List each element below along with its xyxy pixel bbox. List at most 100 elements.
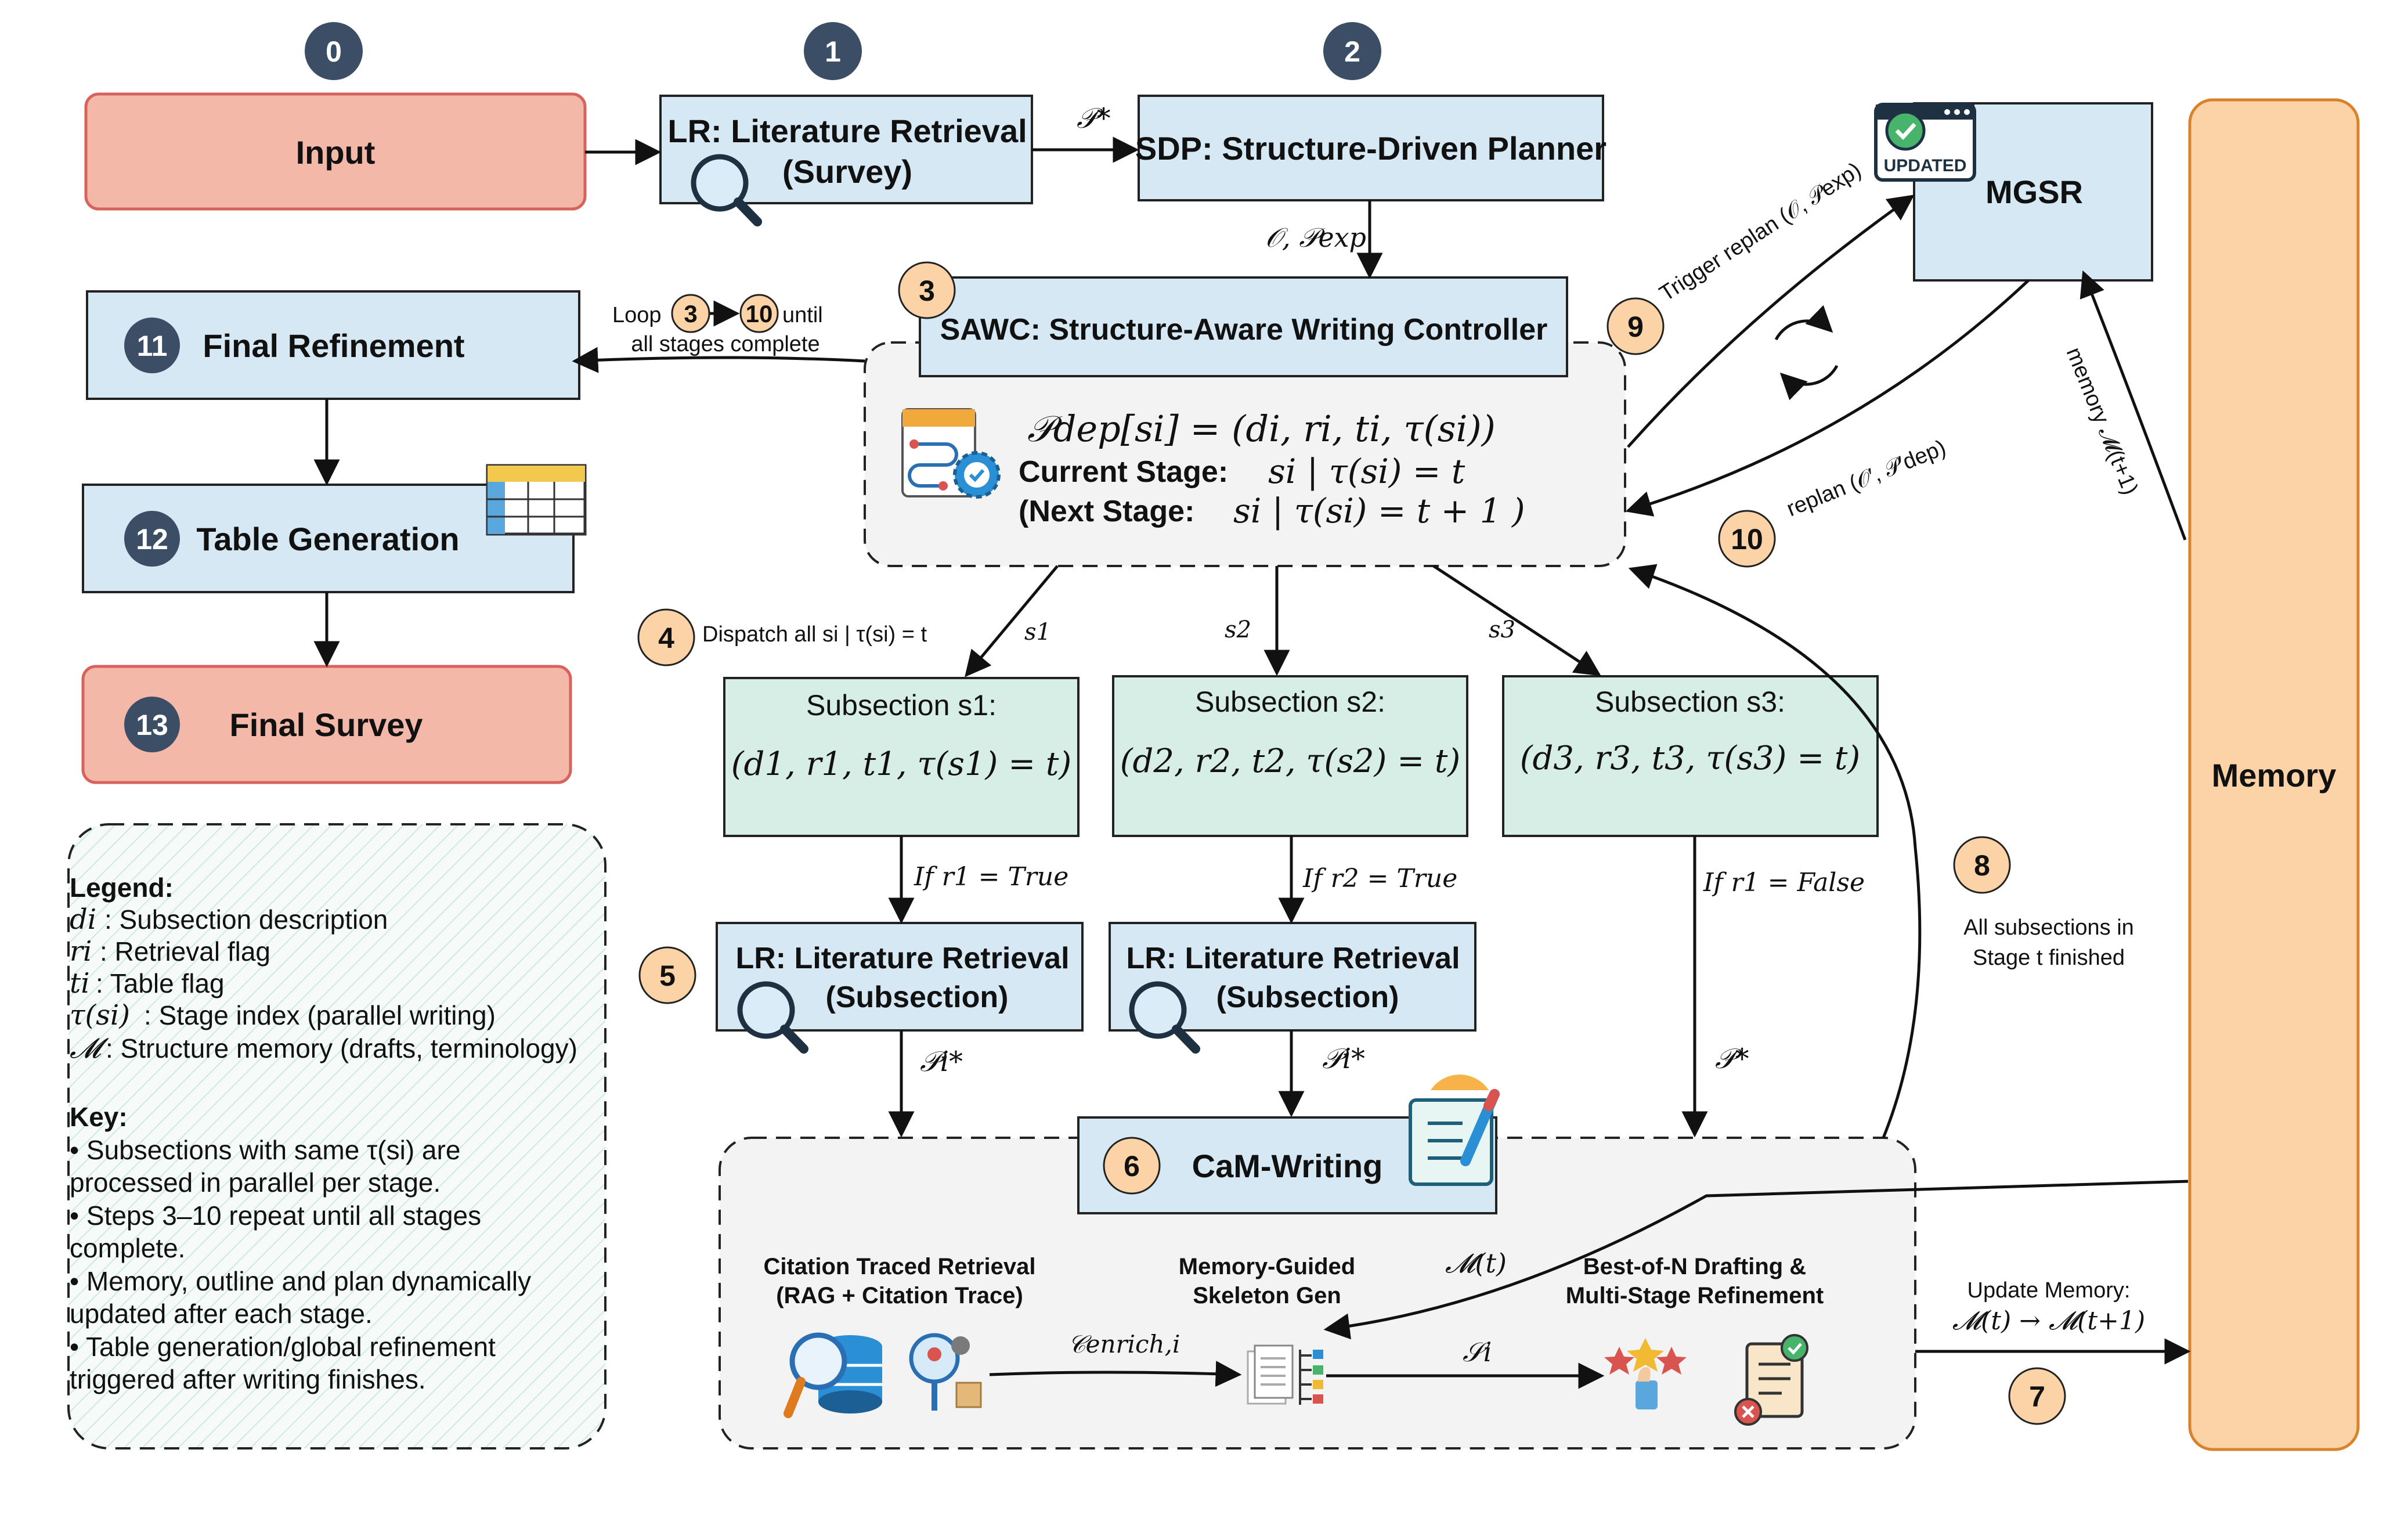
step-badge-12: [124, 511, 180, 567]
s2-label: s2: [1225, 616, 1251, 643]
step-badge-0: [305, 22, 363, 80]
loop-to-text: 10: [746, 300, 773, 327]
input-label: Input: [296, 134, 376, 171]
all-finished-label-2: Stage t finished: [1973, 946, 2125, 970]
step-badge-11-text: 11: [137, 330, 168, 362]
sawc-node: [919, 276, 1568, 377]
p-star-label-3: 𝒫*: [1715, 1043, 1749, 1075]
sdp-node: [1138, 95, 1604, 201]
step-badge-13-text: 13: [136, 709, 168, 741]
legend-text-3: : Stage index (parallel writing): [144, 1000, 496, 1030]
document-tree-icon: [1247, 1344, 1323, 1405]
loop-rest: all stages complete: [631, 332, 819, 356]
replan-label: replan (𝒪′, 𝒫′dep): [1784, 435, 1949, 521]
key-line-2: • Steps 3–10 repeat until all stages: [70, 1200, 481, 1231]
all-finished-label-1: All subsections in: [1963, 915, 2134, 940]
step-badge-0-text: 0: [326, 35, 342, 68]
key-title: Key:: [70, 1102, 128, 1132]
next-stage-formula: si | τ(si) = t + 1 ): [1233, 491, 1525, 531]
legend: Legend: di : Subsection description ri :…: [70, 872, 577, 1394]
legend-panel: [67, 823, 606, 1450]
cam-writing-label: CaM-Writing: [1192, 1148, 1383, 1184]
research-idea-icon: [909, 1333, 982, 1411]
subsection-1-title: Subsection s1:: [806, 689, 997, 722]
subsection-1-tuple: (d1, r1, t1, τ(s1) = t): [731, 745, 1072, 783]
key-line-5: updated after each stage.: [70, 1299, 373, 1329]
loop-from-text: 3: [684, 300, 697, 327]
update-memory-label-1: Update Memory:: [1967, 1278, 2131, 1303]
sawc-label: SAWC: Structure-Aware Writing Controller: [940, 313, 1548, 347]
if-r1-false-label: If r1 = False: [1703, 868, 1865, 897]
current-stage-label: Current Stage:: [1019, 455, 1228, 489]
m-t-label: 𝓜(t): [1445, 1247, 1507, 1279]
legend-sym-2: ti: [70, 967, 90, 1000]
subsection-2-tuple: (d2, r2, t2, τ(s2) = t): [1120, 742, 1461, 780]
subsection-3-title: Subsection s3:: [1595, 686, 1785, 718]
s3-label: s3: [1489, 616, 1515, 643]
step-badge-5: [638, 946, 696, 1004]
notebook-pen-icon: [1409, 1075, 1500, 1186]
trigger-replan-label: Trigger replan (𝒪, 𝒫exp): [1655, 158, 1865, 307]
lr-subsection-1-label-1: LR: Literature Retrieval: [735, 942, 1069, 975]
updated-badge-label: UPDATED: [1884, 156, 1967, 175]
pi-star-label-1: 𝒫i*: [920, 1045, 963, 1078]
memory-node: [2188, 98, 2360, 1451]
legend-title: Legend:: [70, 872, 174, 903]
key-line-6: • Table generation/global refinement: [70, 1332, 496, 1362]
key-line-4: • Memory, outline and plan dynamically: [70, 1266, 531, 1296]
step-badge-3-text: 3: [919, 275, 935, 307]
table-generation-label: Table Generation: [196, 521, 459, 557]
skeleton-label-2: Skeleton Gen: [1193, 1283, 1341, 1308]
next-stage-label: (Next Stage:: [1019, 495, 1194, 528]
key-line-7: triggered after writing finishes.: [70, 1364, 426, 1394]
step-badge-1-text: 1: [825, 35, 841, 68]
step-badge-8-text: 8: [1974, 849, 1990, 882]
refresh-cycle-icon: [1774, 305, 1839, 401]
lr-subsection-2-label-1: LR: Literature Retrieval: [1126, 942, 1460, 975]
update-memory-label-2: 𝓜(t) → 𝓜(t+1): [1952, 1306, 2145, 1336]
subsection-2-title: Subsection s2:: [1195, 686, 1385, 718]
final-survey-label: Final Survey: [229, 706, 423, 743]
pi-star-label-2: 𝒫i*: [1322, 1043, 1365, 1075]
if-r2-true-label: If r2 = True: [1302, 864, 1457, 893]
lr-subsection-2-label-2: (Subsection): [1216, 980, 1399, 1014]
subsection-2-node: [1112, 675, 1468, 837]
memory-label: Memory: [2212, 757, 2337, 794]
magnifier-icon-subsection-2: [1129, 981, 1200, 1054]
step-badge-6: [1103, 1137, 1161, 1195]
step-badge-3: [898, 261, 956, 319]
step-badge-7: [2008, 1367, 2066, 1425]
step-badge-13: [124, 697, 180, 752]
magnifier-icon-subsection-1: [737, 981, 808, 1054]
memory-to-mgsr-label: memory 𝓜(t+1): [2062, 344, 2143, 499]
step-badge-11: [124, 318, 180, 373]
c-enrich-label: 𝒞enrich,i: [1068, 1330, 1180, 1358]
database-search-icon: [784, 1332, 882, 1418]
s1-label: s1: [1024, 619, 1051, 646]
current-stage-formula: si | τ(si) = t: [1268, 452, 1465, 491]
loop-to-badge: [739, 294, 779, 333]
lr-survey-label-1: LR: Literature Retrieval: [667, 113, 1027, 149]
step-badges: 0 1 2 3 4 5 6 7 8 9 10 11 12 13: [124, 22, 2066, 1425]
s-i-label: 𝒮i: [1463, 1336, 1492, 1368]
step-badge-9-text: 9: [1627, 311, 1644, 343]
loop-label: Loop: [612, 303, 662, 327]
sdp-label: SDP: Structure-Driven Planner: [1135, 130, 1606, 167]
legend-text-4: : Structure memory (drafts, terminology): [106, 1033, 577, 1063]
step-badge-8: [1953, 836, 2011, 894]
step-badge-4: [637, 608, 695, 666]
bestofn-label-2: Multi-Stage Refinement: [1566, 1283, 1824, 1308]
citation-label-2: (RAG + Citation Trace): [776, 1283, 1023, 1308]
loop-until: until: [782, 303, 823, 327]
dep-formula: 𝒫dep[si] = (di, ri, ti, τ(si)): [1027, 408, 1496, 450]
legend-sym-0: di: [70, 903, 96, 936]
step-badge-10-text: 10: [1731, 523, 1763, 556]
step-badge-2-text: 2: [1344, 35, 1360, 68]
step-badge-12-text: 12: [136, 523, 168, 556]
citation-label-1: Citation Traced Retrieval: [763, 1254, 1035, 1279]
gear-icon: [953, 451, 1001, 499]
p-star-label: 𝒫*: [1077, 102, 1111, 135]
legend-text-1: : Retrieval flag: [100, 936, 270, 967]
